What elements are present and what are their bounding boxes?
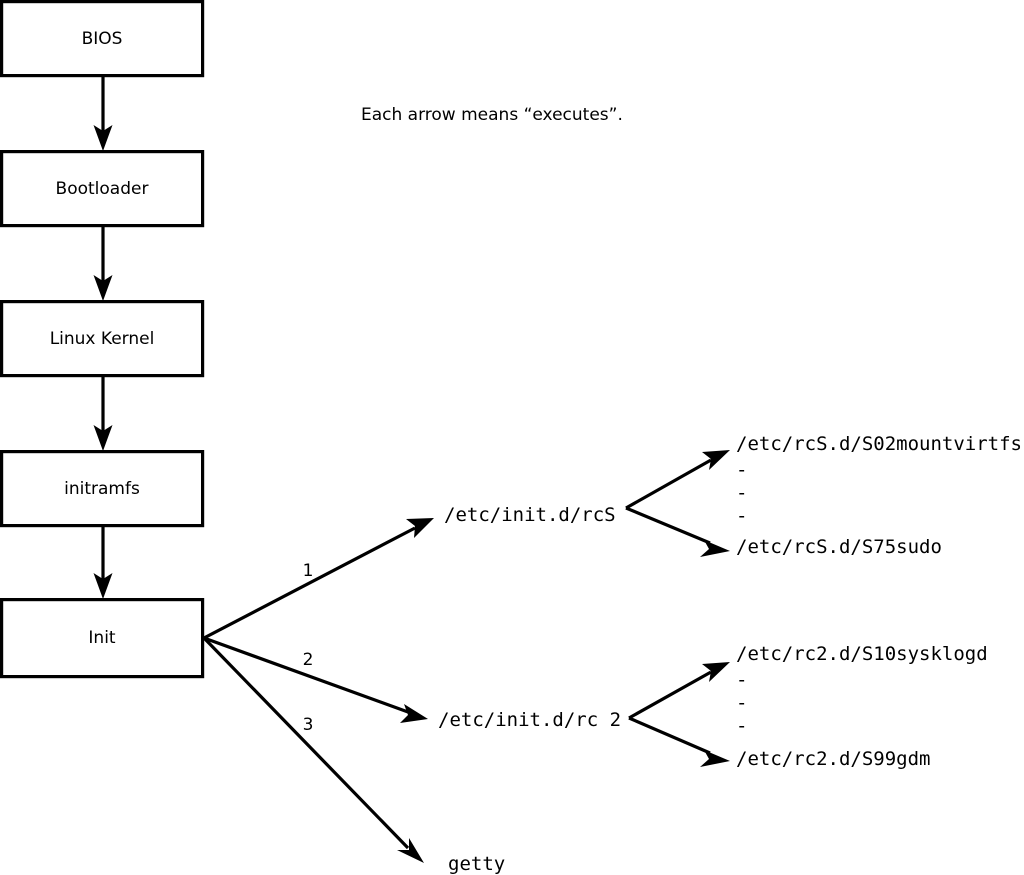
- init-branch-arrows: 1 2 3: [202, 518, 434, 863]
- rc2-ellipsis-dash-3: -: [736, 715, 747, 737]
- edge-label-3: 3: [303, 715, 314, 735]
- node-bootloader-label: Bootloader: [56, 179, 149, 199]
- node-init[interactable]: Init: [0, 597, 205, 679]
- edge-label-2: 2: [303, 650, 314, 670]
- node-bios[interactable]: BIOS: [0, 0, 205, 78]
- rcs-ellipsis-dash-3: -: [736, 505, 747, 527]
- arrow-init-to-getty: [202, 636, 424, 863]
- label-rc2-last-script[interactable]: /etc/rc2.d/S99gdm: [736, 748, 930, 770]
- arrow-initramfs-to-init: [93, 526, 113, 599]
- arrow-init-to-rc2: [203, 636, 428, 723]
- arrow-bios-to-bootloader: [93, 76, 113, 151]
- rcs-ellipsis-dash-2: -: [736, 482, 747, 504]
- node-initramfs-label: initramfs: [64, 479, 140, 499]
- node-linux-kernel[interactable]: Linux Kernel: [0, 300, 205, 378]
- label-rcs-last-script[interactable]: /etc/rcS.d/S75sudo: [736, 536, 942, 558]
- rc2-subbranch: /etc/rc2.d/S10sysklogd - - - /etc/rc2.d/…: [628, 643, 988, 770]
- label-rc2-first-script[interactable]: /etc/rc2.d/S10sysklogd: [736, 643, 988, 665]
- label-init-d-rc2[interactable]: /etc/init.d/rc 2: [438, 709, 621, 731]
- node-init-label: Init: [88, 628, 116, 648]
- rcs-subbranch: /etc/rcS.d/S02mountvirtfs - - - /etc/rcS…: [625, 433, 1022, 558]
- node-bios-label: BIOS: [82, 29, 123, 49]
- arrow-rcs-to-last-script: [625, 506, 730, 557]
- node-bootloader-rect: [0, 150, 205, 228]
- node-initramfs[interactable]: initramfs: [0, 450, 205, 528]
- arrow-rc2-to-last-script: [628, 716, 730, 767]
- node-linux-kernel-label: Linux Kernel: [50, 329, 155, 349]
- boot-chain-arrows: [93, 76, 113, 599]
- arrow-init-to-rcs: [203, 518, 434, 640]
- branch-targets: /etc/init.d/rcS /etc/init.d/rc 2 getty: [438, 504, 621, 875]
- node-bios-rect: [0, 0, 205, 78]
- node-bootloader[interactable]: Bootloader: [0, 150, 205, 228]
- label-init-d-rcs[interactable]: /etc/init.d/rcS: [444, 504, 616, 526]
- rcs-ellipsis-dash-1: -: [736, 459, 747, 481]
- arrow-rc2-to-first-script: [628, 662, 730, 720]
- diagram-caption: Each arrow means “executes”.: [361, 105, 623, 125]
- label-rcs-first-script[interactable]: /etc/rcS.d/S02mountvirtfs: [736, 433, 1022, 455]
- arrow-kernel-to-initramfs: [93, 376, 113, 451]
- node-init-rect: [0, 597, 205, 679]
- rc2-ellipsis-dash-2: -: [736, 692, 747, 714]
- arrow-bootloader-to-kernel: [93, 226, 113, 301]
- boot-chain-column: BIOS Bootloader Linux Kernel initramfs I…: [0, 0, 205, 679]
- label-getty[interactable]: getty: [448, 853, 505, 875]
- node-linux-kernel-rect: [0, 300, 205, 378]
- edge-label-1: 1: [303, 561, 314, 581]
- node-initramfs-rect: [0, 450, 205, 528]
- rc2-ellipsis-dash-1: -: [736, 669, 747, 691]
- arrow-rcs-to-first-script: [625, 450, 730, 510]
